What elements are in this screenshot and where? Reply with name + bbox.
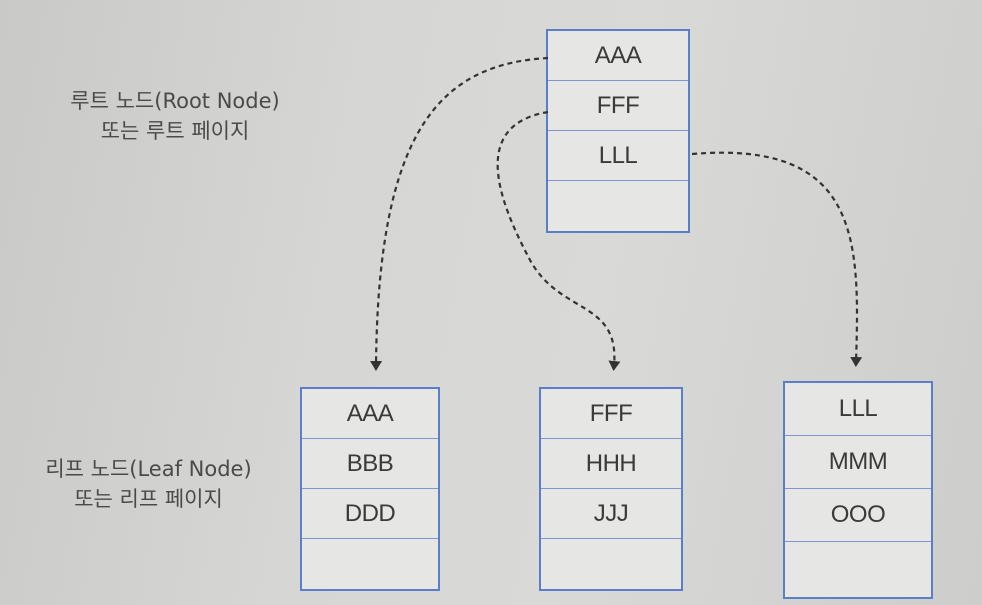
root-key-3: LLL — [548, 131, 688, 181]
leaf1-key-2: BBB — [302, 439, 438, 489]
arrow-lll-to-leaf3 — [691, 151, 863, 367]
root-node-label-line1: 루트 노드(Root Node) — [70, 89, 280, 113]
leaf-node-label-line2: 또는 리프 페이지 — [74, 487, 223, 511]
root-key-1: AAA — [548, 31, 688, 81]
root-node-label: 루트 노드(Root Node) 또는 루트 페이지 — [30, 86, 320, 146]
leaf3-key-1: LLL — [785, 383, 931, 436]
leaf3-key-3: OOO — [785, 489, 931, 542]
leaf-node-3: LLL MMM OOO — [783, 381, 933, 599]
leaf-node-label-line1: 리프 노드(Leaf Node) — [45, 457, 252, 481]
arrow-aaa-to-leaf1 — [370, 56, 549, 371]
leaf-node-2: FFF HHH JJJ — [539, 387, 683, 591]
leaf3-key-2: MMM — [785, 436, 931, 489]
leaf1-key-1: AAA — [302, 389, 438, 439]
leaf2-key-2: HHH — [541, 439, 681, 489]
root-node-label-line2: 또는 루트 페이지 — [100, 119, 250, 143]
root-key-2: FFF — [548, 81, 688, 131]
arrow-fff-to-leaf2 — [496, 110, 621, 371]
leaf2-key-1: FFF — [541, 389, 681, 439]
root-node: AAA FFF LLL — [546, 29, 690, 233]
leaf2-key-3: JJJ — [541, 489, 681, 539]
leaf-node-label: 리프 노드(Leaf Node) 또는 리프 페이지 — [6, 454, 291, 514]
leaf-node-1: AAA BBB DDD — [300, 387, 440, 591]
leaf1-key-3: DDD — [302, 489, 438, 539]
